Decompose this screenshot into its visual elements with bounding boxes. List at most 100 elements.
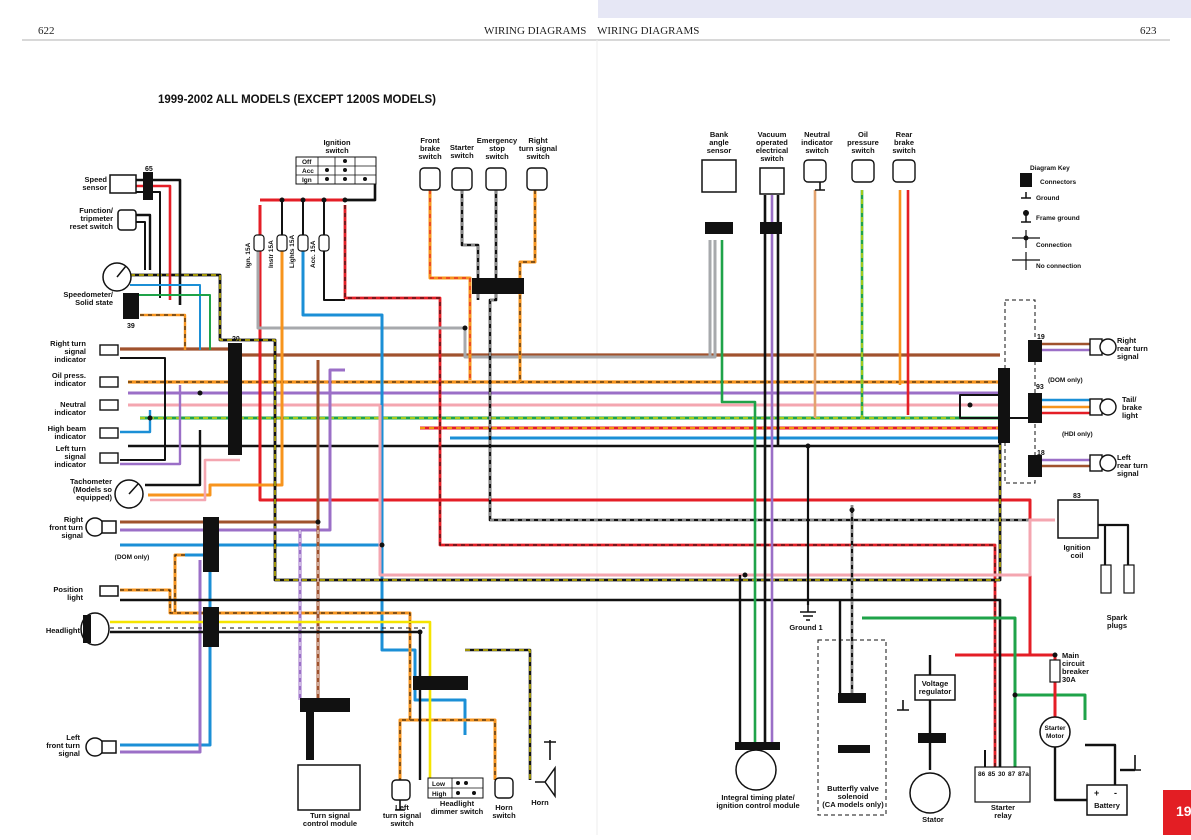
connector-65 <box>143 172 153 200</box>
svg-text:-: - <box>1114 788 1117 798</box>
bank-angle-box <box>701 159 737 193</box>
connector-93 <box>1028 393 1042 423</box>
wire-violet-front <box>120 368 345 754</box>
connector-switch <box>472 278 524 294</box>
corner-tab-number: 19 <box>1176 803 1191 819</box>
horn-label: Horn <box>531 798 549 807</box>
dimmer-row-low: Low <box>432 781 446 788</box>
ignition-switch-table <box>295 156 377 185</box>
function-switch-box <box>117 209 137 231</box>
junction-dots <box>147 197 1058 698</box>
dimmer-switch-table <box>427 777 484 799</box>
spark-plugs-shape <box>1100 564 1135 594</box>
components: + - <box>80 156 1141 816</box>
connector-20 <box>228 343 242 455</box>
dimmer-row-high: High <box>432 791 446 798</box>
handlebar-switches <box>391 159 916 801</box>
battery-label: Battery <box>1094 801 1121 810</box>
wire-blue-front <box>120 250 467 747</box>
connector-butterfly <box>838 693 866 703</box>
diagram-key-title: Diagram Key <box>1030 165 1070 172</box>
dom-only-front-label: (DOM only) <box>115 554 150 561</box>
butterfly-valve-dashed-box <box>817 639 887 816</box>
timing-plate-label: Integral timing plate/ignition control m… <box>716 793 799 810</box>
key-connection: Connection <box>1036 242 1072 249</box>
fuse-lights: Lights 15A <box>289 234 296 268</box>
fuses <box>253 234 330 252</box>
connector-vacuum <box>760 222 782 234</box>
dom-only-rear-label: (DOM only) <box>1048 377 1083 384</box>
connector-number-18: 18 <box>1037 450 1045 457</box>
connector-headlight <box>203 607 219 647</box>
connector-timing <box>735 742 780 750</box>
stator-circle <box>909 772 951 814</box>
starter-relay-box <box>974 766 1031 803</box>
connector-number-65: 65 <box>145 166 153 173</box>
rear-lamps <box>1089 338 1117 472</box>
horn-shape <box>535 765 556 799</box>
fuse-ign: Ign. 15A <box>245 242 252 268</box>
connector-lower <box>413 676 468 690</box>
relay-pin-86: 86 <box>978 771 986 778</box>
page-number-left: 622 <box>38 25 55 37</box>
relay-pin-87a: 87a <box>1018 771 1029 778</box>
ground-symbols <box>395 182 1141 811</box>
main-breaker <box>1049 659 1061 683</box>
front-turn-lamps <box>85 517 119 757</box>
wire-switch-harness <box>428 190 1040 522</box>
connector-butterfly-low <box>838 745 870 753</box>
connector-number-39: 39 <box>127 323 135 330</box>
ignition-row-ign: Ign <box>302 177 312 184</box>
corner-tab <box>1163 790 1191 835</box>
ignition-row-acc: Acc <box>302 168 314 175</box>
header-title-right: WIRING DIAGRAMS <box>597 25 699 37</box>
connector-module <box>300 698 350 712</box>
wire-charging <box>862 616 1135 802</box>
wire-orange-instr <box>120 250 497 780</box>
connector-number-20: 20 <box>232 336 240 343</box>
wire-pink-coil <box>150 405 1055 577</box>
key-ground: Ground <box>1036 195 1059 202</box>
battery-box <box>1086 784 1128 816</box>
connector-39 <box>123 293 139 319</box>
wire-rear <box>959 342 1130 580</box>
header-band <box>598 0 1191 18</box>
relay-pin-30: 30 <box>998 771 1006 778</box>
hdi-only-label: (HDI only) <box>1062 431 1093 438</box>
headlight-label: Headlight <box>46 626 81 635</box>
ignition-coil-box <box>1057 499 1099 539</box>
diagram-title: 1999-2002 ALL MODELS (EXCEPT 1200S MODEL… <box>158 94 436 106</box>
connector-number-93: 93 <box>1036 384 1044 391</box>
connector-number-19: 19 <box>1037 334 1045 341</box>
oil-press-indicator-label: Oil press.indicator <box>52 371 86 388</box>
key-frame-ground: Frame ground <box>1036 215 1080 222</box>
ground1-label: Ground 1 <box>789 623 822 632</box>
relay-pin-87: 87 <box>1008 771 1016 778</box>
voltage-regulator-box <box>914 674 956 701</box>
wire-red-main <box>258 205 1057 770</box>
starter-motor-circle <box>1039 716 1071 748</box>
